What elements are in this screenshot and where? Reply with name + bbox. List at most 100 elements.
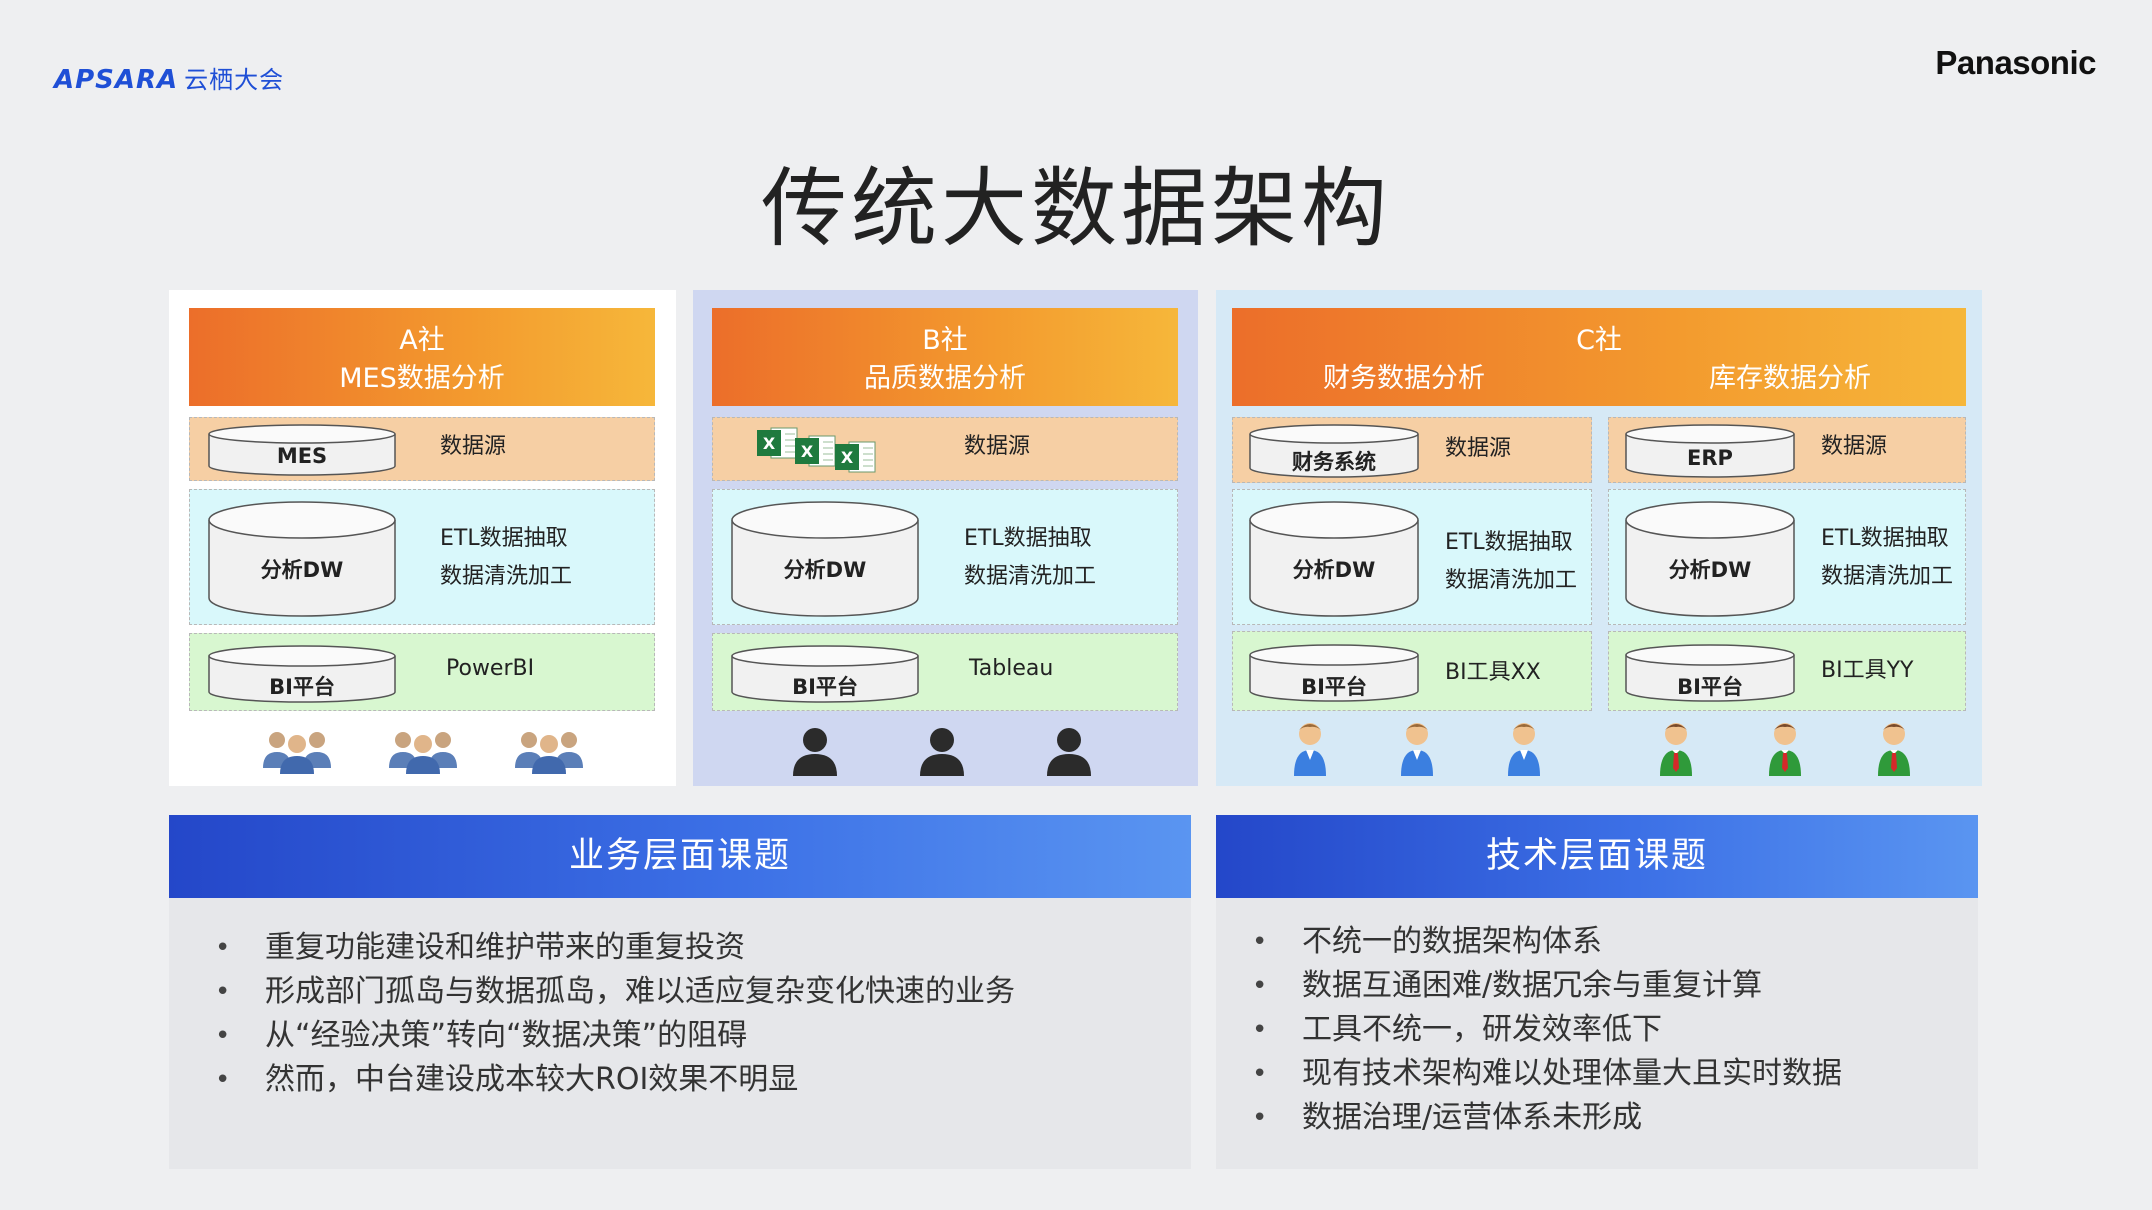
database-icon: MES: [208, 424, 396, 476]
panasonic-logo: Panasonic: [1935, 44, 2096, 81]
technical-issues-box: 技术层面课题 不统一的数据架构体系 数据互通困难/数据冗余与重复计算 工具不统一…: [1216, 815, 1978, 1169]
list-item: 工具不统一，研发效率低下: [1246, 1008, 1842, 1052]
panel-c-right-source-row: ERP 数据源: [1608, 417, 1966, 483]
business-issues-box: 业务层面课题 重复功能建设和维护带来的重复投资 形成部门孤岛与数据孤岛，难以适应…: [169, 815, 1191, 1169]
panel-c-subject-finance: 财务数据分析: [1323, 363, 1485, 394]
panel-a-etl-text: ETL数据抽取: [440, 526, 568, 551]
panel-b-etl-text: ETL数据抽取: [964, 526, 1092, 551]
panel-c-left-bi-row: BI平台 BI工具XX: [1232, 631, 1592, 711]
database-icon: BI平台: [1625, 643, 1795, 703]
panel-b-bi-text: Tableau: [969, 656, 1054, 681]
panel-c-right-bi-text: BI工具YY: [1821, 658, 1914, 683]
database-icon: 分析DW: [1625, 500, 1795, 618]
dark-user-icon: [919, 726, 965, 780]
panel-c-left-dw-text: ETL数据抽取 数据清洗加工: [1445, 524, 1577, 600]
technical-issues-list: 不统一的数据架构体系 数据互通困难/数据冗余与重复计算 工具不统一，研发效率低下…: [1246, 920, 1842, 1140]
panel-c-right-dw-row: 分析DW ETL数据抽取 数据清洗加工: [1608, 489, 1966, 625]
page-title: 传统大数据架构: [761, 159, 1391, 259]
panel-a-subject: MES数据分析: [339, 363, 505, 394]
apsara-logo-cn: 云栖大会: [184, 66, 285, 94]
database-icon: ERP: [1625, 424, 1795, 478]
panel-a-source-label: MES: [276, 444, 328, 468]
dark-user-icon: [792, 726, 838, 780]
panel-a-dw-text: ETL数据抽取 数据清洗加工: [440, 520, 572, 596]
list-item: 不统一的数据架构体系: [1246, 920, 1842, 964]
dark-user-icon: [1046, 726, 1092, 780]
panel-a-header: A社 MES数据分析: [189, 308, 655, 406]
panel-b-subject: 品质数据分析: [864, 363, 1026, 394]
panel-c-left-etl-text: ETL数据抽取: [1445, 530, 1573, 555]
database-icon: 分析DW: [731, 500, 919, 618]
database-icon: BI平台: [208, 644, 396, 704]
panel-c-left-dw-row: 分析DW ETL数据抽取 数据清洗加工: [1232, 489, 1592, 625]
panel-a-clean-text: 数据清洗加工: [440, 564, 573, 589]
panel-c-left-source-label: 财务系统: [1292, 450, 1376, 474]
list-item: 然而，中台建设成本较大ROI效果不明显: [209, 1058, 1015, 1102]
blue-user-icon: [1506, 720, 1542, 780]
panel-b-bi-label: BI平台: [792, 675, 858, 699]
panel-c-left-bi-label: BI平台: [1301, 675, 1367, 699]
panel-b-clean-text: 数据清洗加工: [964, 564, 1097, 589]
panel-a: A社 MES数据分析 MES 数据源 分析DW ETL数据抽取 数据清洗加工 B…: [169, 290, 676, 786]
panel-c-company: C社: [1576, 325, 1622, 356]
panel-c-left-source-row: 财务系统 数据源: [1232, 417, 1592, 483]
panel-c-right-source-text: 数据源: [1821, 434, 1888, 459]
panel-b-company: B社: [922, 325, 968, 356]
database-icon: 分析DW: [208, 500, 396, 618]
panel-c-right-dw-text: ETL数据抽取 数据清洗加工: [1821, 520, 1953, 596]
panel-a-dw-label: 分析DW: [260, 558, 344, 582]
user-group-icon: [513, 728, 585, 778]
panel-c-right-clean-text: 数据清洗加工: [1821, 564, 1954, 589]
panel-b-bi-row: BI平台 Tableau: [712, 633, 1178, 711]
business-issues-title: 业务层面课题: [169, 815, 1191, 898]
panel-c-header: C社 财务数据分析 库存数据分析: [1232, 308, 1966, 406]
blue-user-icon: [1292, 720, 1328, 780]
panel-b-dw-text: ETL数据抽取 数据清洗加工: [964, 520, 1096, 596]
green-user-icon: [1876, 720, 1912, 780]
panel-c-right-etl-text: ETL数据抽取: [1821, 526, 1949, 551]
database-icon: 财务系统: [1249, 424, 1419, 478]
panel-a-source-text: 数据源: [440, 434, 507, 459]
list-item: 数据互通困难/数据冗余与重复计算: [1246, 964, 1842, 1008]
panel-a-dw-row: 分析DW ETL数据抽取 数据清洗加工: [189, 489, 655, 625]
svg-text:X: X: [763, 434, 776, 453]
panel-a-source-row: MES 数据源: [189, 417, 655, 481]
panel-c-right-source-label: ERP: [1687, 446, 1733, 470]
database-icon: 分析DW: [1249, 500, 1419, 618]
panel-b-dw-row: 分析DW ETL数据抽取 数据清洗加工: [712, 489, 1178, 625]
database-icon: BI平台: [1249, 643, 1419, 703]
business-issues-list: 重复功能建设和维护带来的重复投资 形成部门孤岛与数据孤岛，难以适应复杂变化快速的…: [209, 926, 1015, 1102]
panel-c-left-dw-label: 分析DW: [1292, 558, 1376, 582]
panel-c: C社 财务数据分析 库存数据分析 财务系统 数据源 分析DW ETL数据抽取 数…: [1216, 290, 1982, 786]
panel-c-left-source-text: 数据源: [1445, 436, 1512, 461]
list-item: 从“经验决策”转向“数据决策”的阻碍: [209, 1014, 1015, 1058]
panel-b: B社 品质数据分析 X X X 数据源 分: [693, 290, 1198, 786]
user-group-icon: [387, 728, 459, 778]
green-user-icon: [1658, 720, 1694, 780]
user-group-icon: [261, 728, 333, 778]
list-item: 数据治理/运营体系未形成: [1246, 1096, 1842, 1140]
list-item: 形成部门孤岛与数据孤岛，难以适应复杂变化快速的业务: [209, 970, 1015, 1014]
apsara-logo-text: APSARA: [54, 65, 179, 95]
panel-c-right-bi-row: BI平台 BI工具YY: [1608, 631, 1966, 711]
list-item: 重复功能建设和维护带来的重复投资: [209, 926, 1015, 970]
panel-c-subject-inventory: 库存数据分析: [1709, 363, 1871, 394]
panel-c-left-clean-text: 数据清洗加工: [1445, 568, 1578, 593]
technical-issues-title: 技术层面课题: [1216, 815, 1978, 898]
svg-text:X: X: [801, 442, 814, 461]
excel-files-icon: X X X: [757, 424, 887, 478]
panel-a-bi-label: BI平台: [269, 675, 335, 699]
panel-c-right-bi-label: BI平台: [1677, 675, 1743, 699]
panel-a-bi-row: BI平台 PowerBI: [189, 633, 655, 711]
svg-text:X: X: [841, 448, 854, 467]
panel-b-source-text: 数据源: [964, 434, 1031, 459]
panel-b-header: B社 品质数据分析: [712, 308, 1178, 406]
panel-c-right-dw-label: 分析DW: [1668, 558, 1752, 582]
green-user-icon: [1767, 720, 1803, 780]
blue-user-icon: [1399, 720, 1435, 780]
panel-b-source-row: X X X 数据源: [712, 417, 1178, 481]
panel-c-left-bi-text: BI工具XX: [1445, 660, 1541, 685]
panel-a-bi-text: PowerBI: [446, 656, 535, 681]
database-icon: BI平台: [731, 644, 919, 704]
